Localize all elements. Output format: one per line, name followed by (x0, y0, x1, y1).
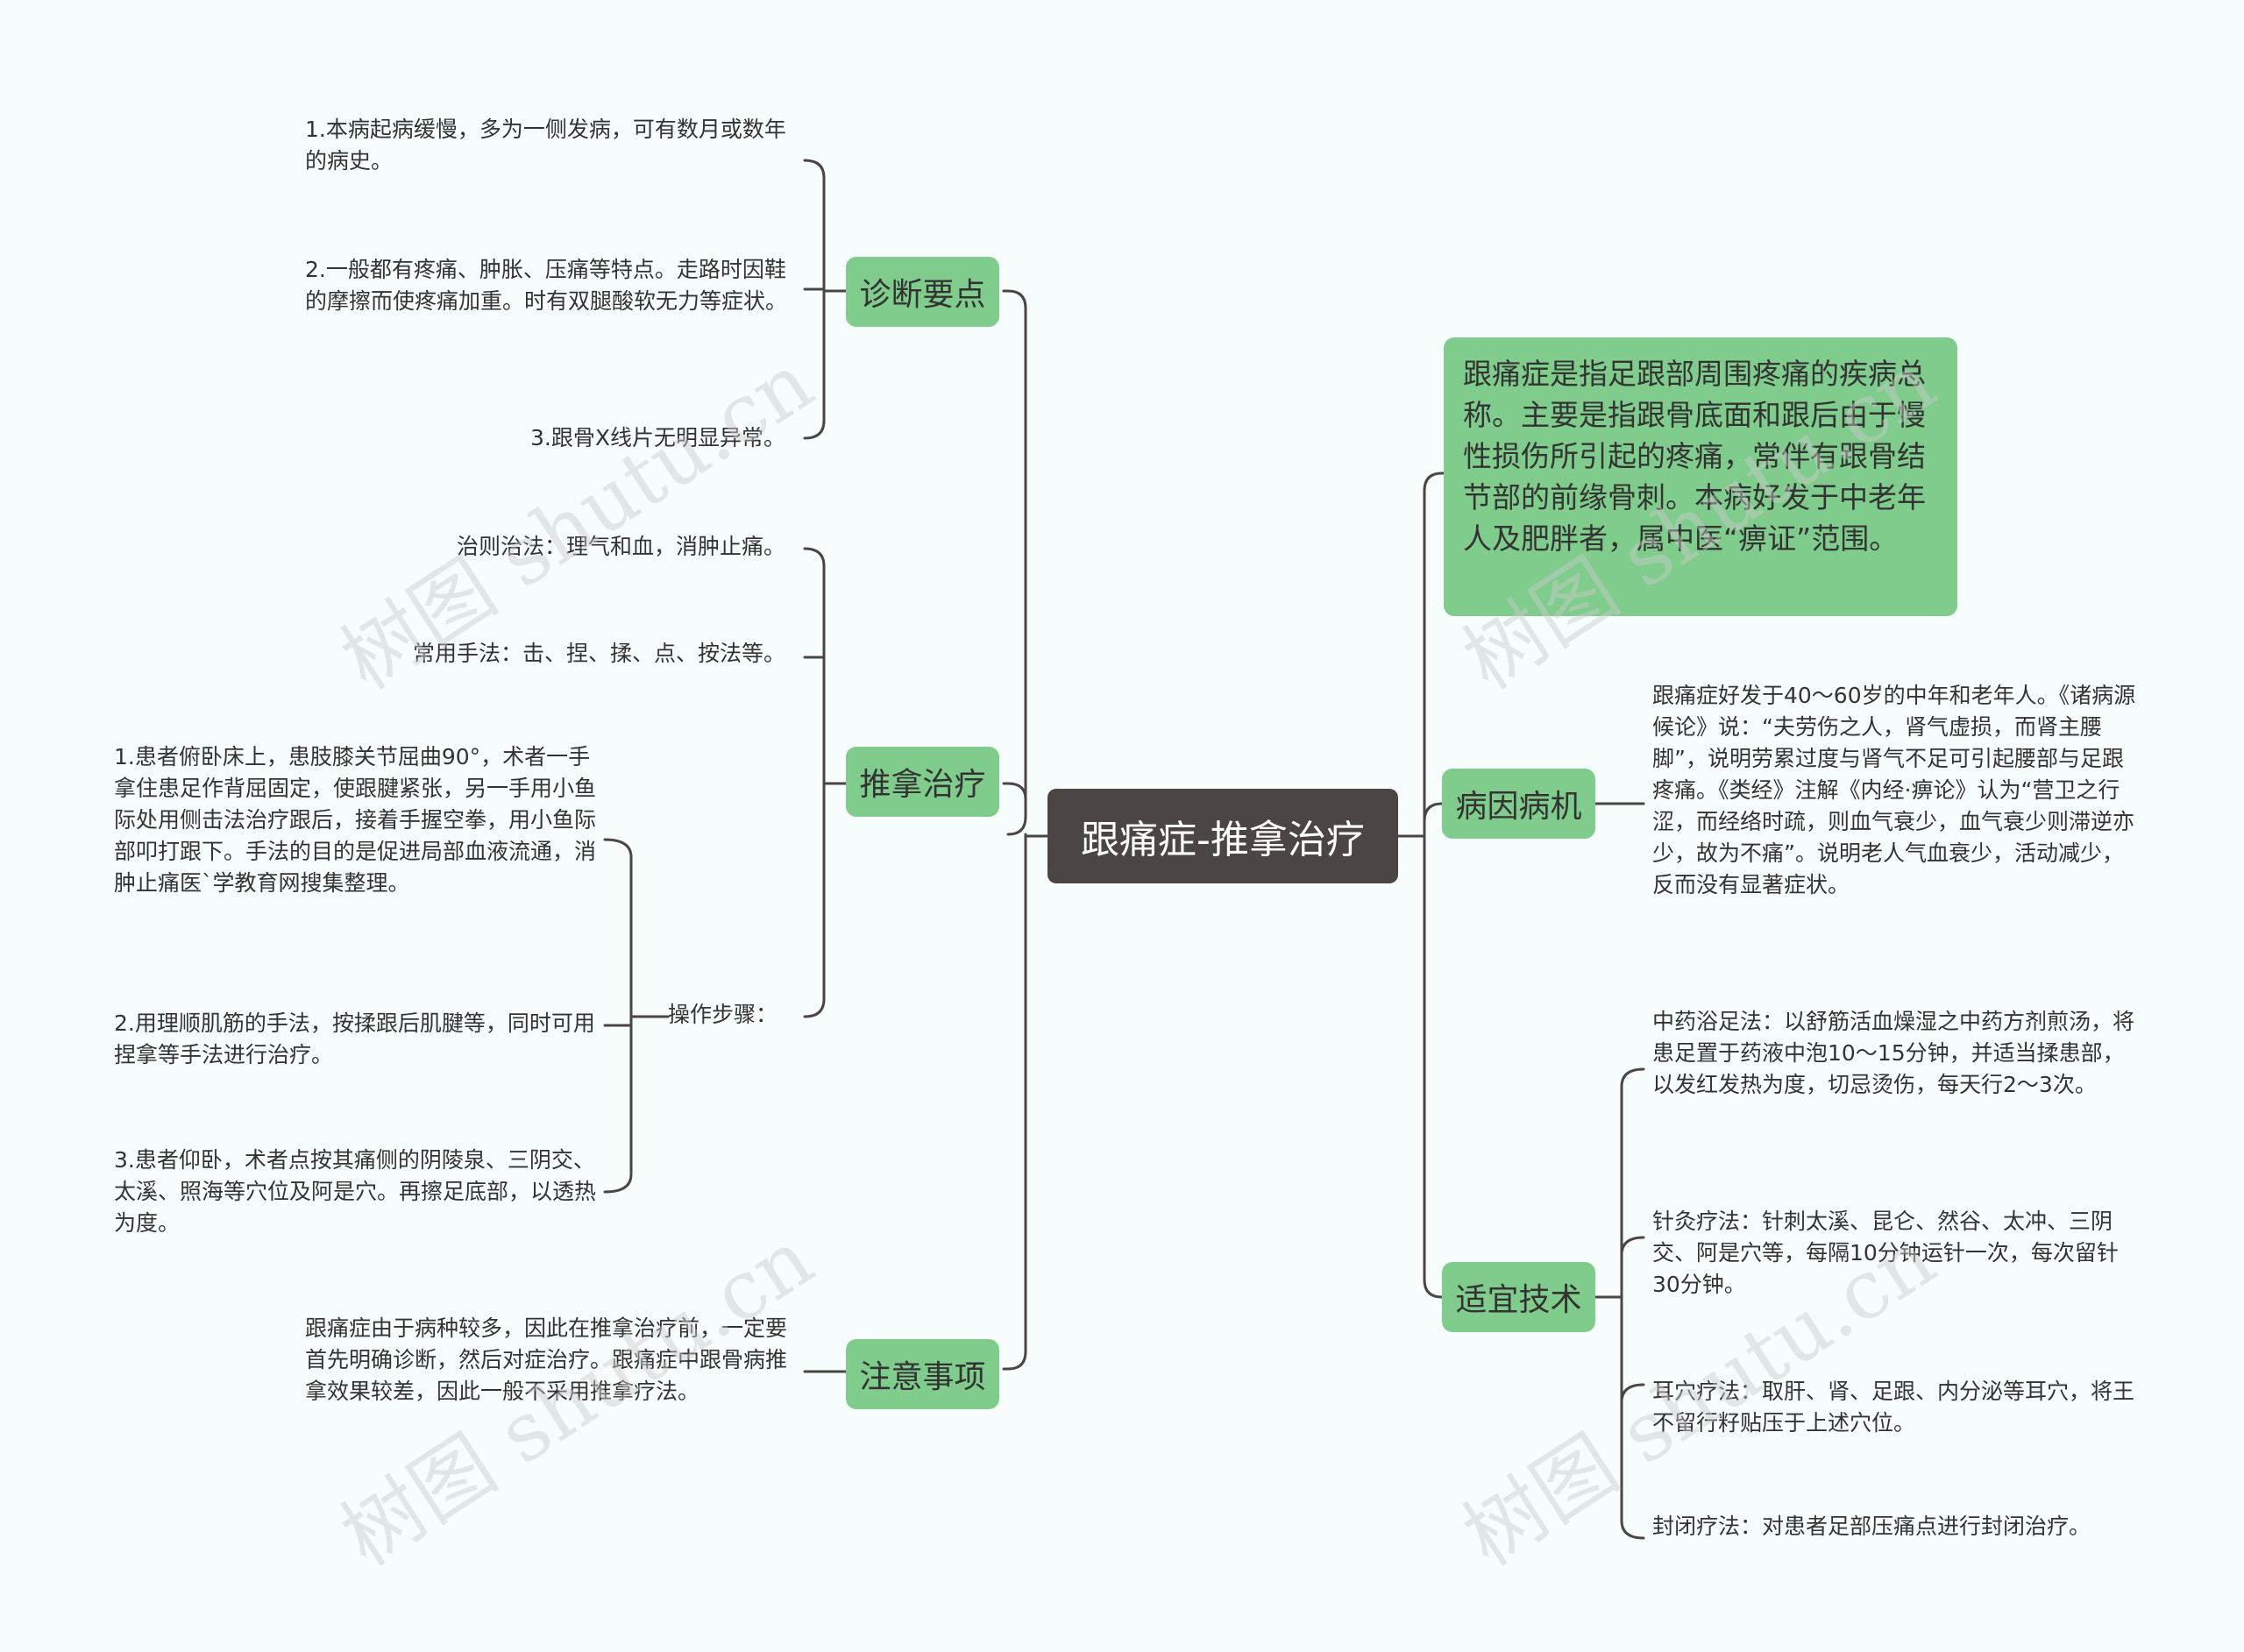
leaf-technique-3: 耳穴疗法：取肝、肾、足跟、内分泌等耳穴，将王不留行籽贴压于上述穴位。 (1652, 1379, 2135, 1436)
leaf-diagnosis-2: 2.一般都有疼痛、肿胀、压痛等特点。走路时因鞋的摩擦而使疼痛加重。时有双腿酸软无… (305, 257, 788, 314)
branch-etiology[interactable]: 病因病机 (1442, 769, 1595, 839)
leaf-notes: 跟痛症由于病种较多，因此在推拿治疗前，一定要首先明确诊断，然后对症治疗。跟痛症中… (305, 1315, 788, 1404)
bracket-steps (603, 838, 670, 1194)
connector-right-trunk (1423, 471, 1445, 1299)
bracket-techniques (1620, 1067, 1645, 1540)
branch-massage[interactable]: 推拿治疗 (846, 747, 999, 817)
branch-diagnosis[interactable]: 诊断要点 (846, 257, 999, 327)
bracket-diagnosis (803, 159, 852, 440)
root-node[interactable]: 跟痛症-推拿治疗 (1047, 789, 1398, 883)
leaf-diagnosis-1: 1.本病起病缓慢，多为一侧发病，可有数月或数年的病史。 (305, 117, 786, 174)
leaf-step-3: 3.患者仰卧，术者点按其痛侧的阴陵泉、三阴交、太溪、照海等穴位及阿是穴。再擦足底… (114, 1147, 597, 1236)
bracket-massage (803, 547, 845, 1018)
branch-techniques[interactable]: 适宜技术 (1442, 1262, 1595, 1332)
leaf-step-2: 2.用理顺肌筋的手法，按揉跟后肌腱等，同时可用捏拿等手法进行治疗。 (114, 1010, 595, 1067)
branch-notes[interactable]: 注意事项 (846, 1339, 999, 1409)
leaf-massage-principle: 治则治法：理气和血，消肿止痛。 (456, 534, 785, 559)
leaf-technique-1: 中药浴足法：以舒筋活血燥湿之中药方剂煎汤，将患足置于药液中泡10～15分钟，并适… (1652, 1009, 2135, 1097)
leaf-technique-4: 封闭疗法：对患者足部压痛点进行封闭治疗。 (1652, 1514, 2091, 1539)
summary-node[interactable]: 跟痛症是指足跟部周围疼痛的疾病总称。主要是指跟骨底面和跟后由于慢性损伤所引起的疼… (1444, 337, 1957, 616)
leaf-massage-steps-label: 操作步骤： (668, 1002, 778, 1027)
leaf-etiology: 跟痛症好发于40～60岁的中年和老年人。《诸病源候论》说：“夫劳伤之人，肾气虚损… (1652, 683, 2136, 897)
leaf-diagnosis-3: 3.跟骨X线片无明显异常。 (530, 425, 785, 450)
connector-left-trunk (1002, 289, 1027, 1371)
leaf-massage-techniques: 常用手法：击、捏、揉、点、按法等。 (412, 641, 785, 666)
leaf-step-1: 1.患者俯卧床上，患肢膝关节屈曲90°，术者一手拿住患足作背屈固定，使跟腱紧张，… (114, 744, 597, 896)
leaf-technique-2: 针灸疗法：针刺太溪、昆仑、然谷、太冲、三阴交、阿是穴等，每隔10分钟运针一次，每… (1652, 1209, 2119, 1297)
